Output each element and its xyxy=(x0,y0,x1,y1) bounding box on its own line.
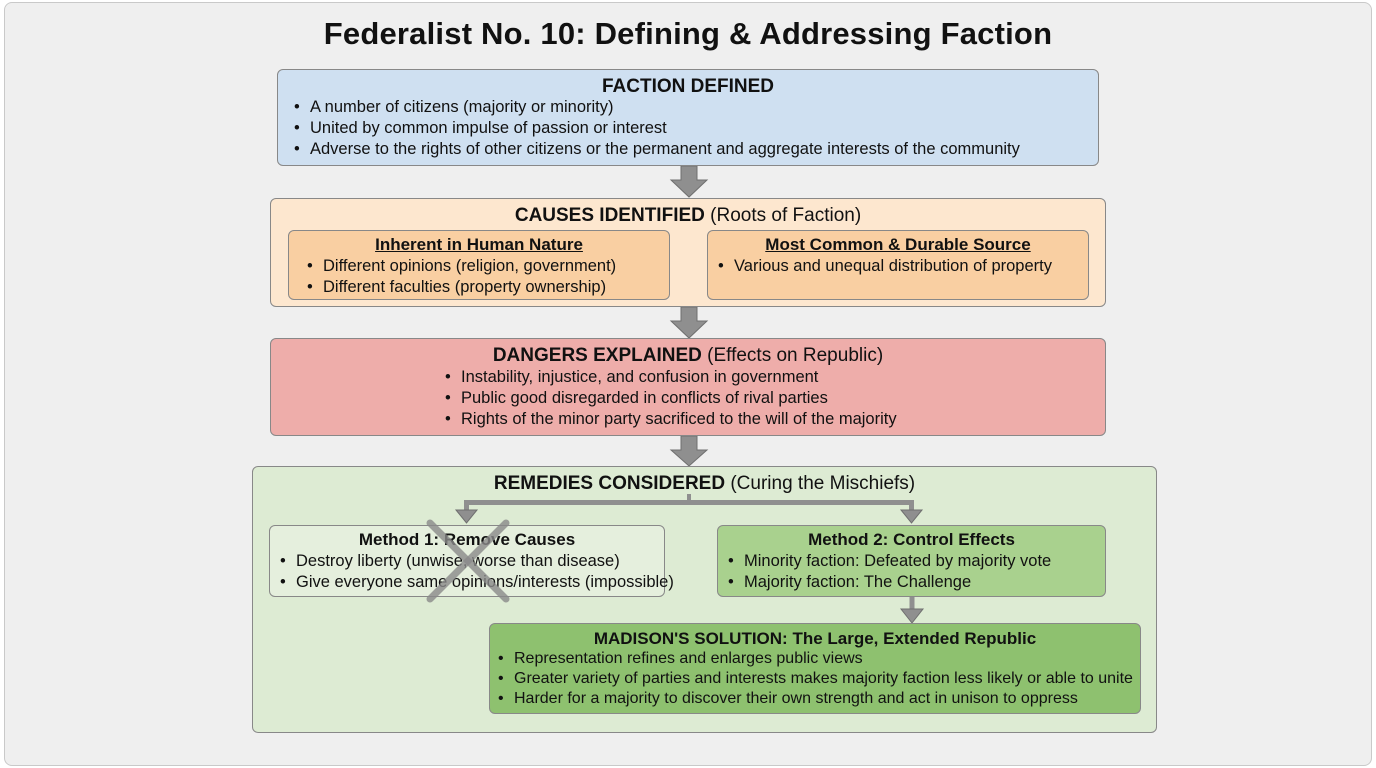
faction-bullet: United by common impulse of passion or i… xyxy=(292,118,1098,139)
solution-bullet: Harder for a majority to discover their … xyxy=(496,689,1140,709)
dangers-heading: DANGERS EXPLAINED xyxy=(492,345,702,366)
dangers-bullet: Instability, injustice, and confusion in… xyxy=(443,367,1105,388)
durable-source-bullet: Various and unequal distribution of prop… xyxy=(716,256,1088,277)
dangers-list: Instability, injustice, and confusion in… xyxy=(443,367,1105,430)
causes-heading-note: (Roots of Faction) xyxy=(710,205,862,226)
down-arrow-icon xyxy=(669,307,709,339)
madison-solution-box: MADISON'S SOLUTION: The Large, Extended … xyxy=(489,623,1141,714)
method1-bullet: Destroy liberty (unwise, worse than dise… xyxy=(278,551,664,572)
solution-bullet: Greater variety of parties and interests… xyxy=(496,669,1140,689)
faction-defined-heading: FACTION DEFINED xyxy=(601,76,775,97)
remedies-heading-note: (Curing the Mischiefs) xyxy=(730,473,916,494)
cross-out-icon xyxy=(426,519,510,603)
human-nature-heading: Inherent in Human Nature xyxy=(375,235,583,254)
causes-heading: CAUSES IDENTIFIED xyxy=(514,205,705,226)
solution-list: Representation refines and enlarges publ… xyxy=(496,649,1140,709)
faction-defined-list: A number of citizens (majority or minori… xyxy=(292,97,1098,160)
human-nature-bullet: Different opinions (religion, government… xyxy=(305,256,669,277)
faction-bullet: A number of citizens (majority or minori… xyxy=(292,97,1098,118)
dangers-explained-box: DANGERS EXPLAINED (Effects on Republic) … xyxy=(270,338,1106,436)
faction-bullet: Adverse to the rights of other citizens … xyxy=(292,139,1098,160)
solution-heading: MADISON'S SOLUTION: The Large, Extended … xyxy=(593,629,1037,648)
method2-bullet: Minority faction: Defeated by majority v… xyxy=(726,551,1105,572)
causes-human-nature-box: Inherent in Human Nature Different opini… xyxy=(288,230,670,300)
durable-source-list: Various and unequal distribution of prop… xyxy=(716,256,1088,277)
causes-durable-source-box: Most Common & Durable Source Various and… xyxy=(707,230,1089,300)
page-title: Federalist No. 10: Defining & Addressing… xyxy=(323,16,1053,51)
dangers-heading-note: (Effects on Republic) xyxy=(707,345,884,366)
dangers-bullet: Rights of the minor party sacrificed to … xyxy=(443,409,1105,430)
method2-list: Minority faction: Defeated by majority v… xyxy=(726,551,1105,593)
method2-box: Method 2: Control Effects Minority facti… xyxy=(717,525,1106,597)
branch-connector xyxy=(454,494,924,524)
down-arrow-icon xyxy=(669,436,709,467)
dangers-bullet: Public good disregarded in conflicts of … xyxy=(443,388,1105,409)
faction-defined-box: FACTION DEFINED A number of citizens (ma… xyxy=(277,69,1099,166)
human-nature-bullet: Different faculties (property ownership) xyxy=(305,277,669,298)
solution-bullet: Representation refines and enlarges publ… xyxy=(496,649,1140,669)
method1-heading: Method 1: Remove Causes xyxy=(358,530,576,549)
down-arrow-icon xyxy=(669,166,709,198)
method2-heading: Method 2: Control Effects xyxy=(808,530,1015,549)
human-nature-list: Different opinions (religion, government… xyxy=(305,256,669,298)
down-arrow-icon xyxy=(899,597,925,624)
remedies-heading: REMEDIES CONSIDERED xyxy=(493,473,726,494)
method2-bullet: Majority faction: The Challenge xyxy=(726,572,1105,593)
durable-source-heading: Most Common & Durable Source xyxy=(765,235,1031,254)
